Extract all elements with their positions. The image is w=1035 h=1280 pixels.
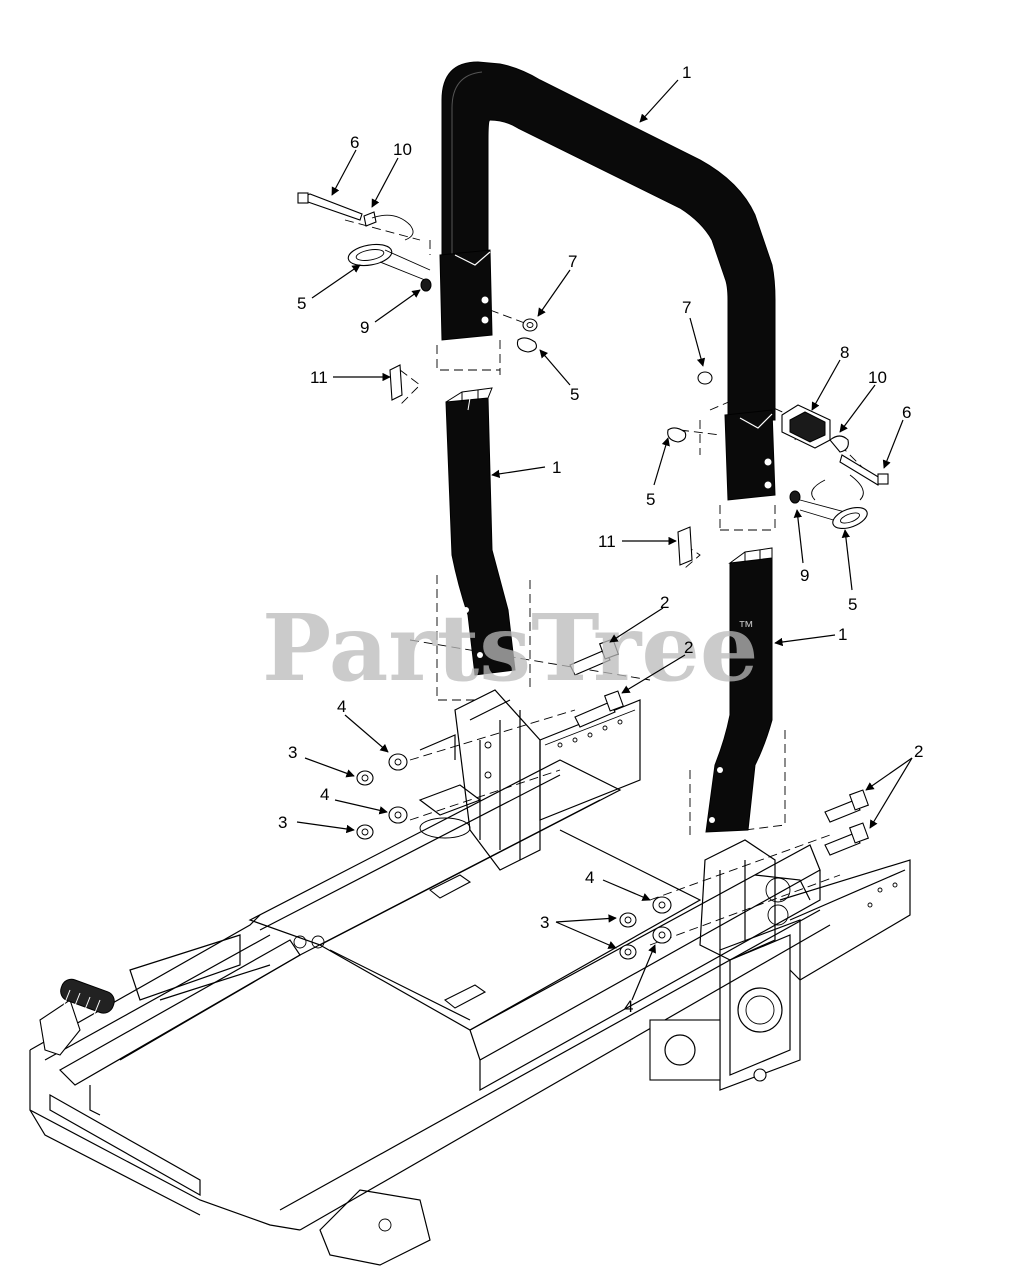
leader-lines xyxy=(296,79,913,1001)
bolt-upper-left xyxy=(569,638,620,676)
callout-5: 5 xyxy=(297,294,306,313)
callout-2: 2 xyxy=(684,638,693,657)
assembly-guides xyxy=(344,219,871,946)
callout-5: 5 xyxy=(848,595,857,614)
callout-4: 4 xyxy=(320,785,329,804)
callout-11: 11 xyxy=(598,532,616,551)
callout-9: 9 xyxy=(800,566,809,585)
watermark-trademark: ™ xyxy=(738,619,754,636)
callout-5: 5 xyxy=(646,490,655,509)
callout-3: 3 xyxy=(288,743,297,762)
rops-upper-hoop xyxy=(439,61,776,501)
callout-6: 6 xyxy=(350,133,359,152)
right-tower xyxy=(699,839,811,961)
callout-10: 10 xyxy=(868,368,887,387)
watermark: PartsTree ™ xyxy=(262,594,758,702)
callout-4: 4 xyxy=(585,868,594,887)
callout-2: 2 xyxy=(914,742,923,761)
callout-6: 6 xyxy=(902,403,911,422)
callout-1: 1 xyxy=(552,458,561,477)
callout-7: 7 xyxy=(568,252,577,271)
callout-1: 1 xyxy=(682,63,691,82)
bolt-mid-left xyxy=(574,690,625,728)
bolt-right-upper xyxy=(824,789,870,823)
watermark-text: PartsTree xyxy=(262,594,758,702)
callout-labels: 1 6 10 5 9 7 5 11 1 7 8 10 6 5 11 9 5 1 … xyxy=(278,63,923,1016)
callout-2: 2 xyxy=(660,593,669,612)
callout-5: 5 xyxy=(570,385,579,404)
rops-right-post xyxy=(705,547,773,833)
left-tower xyxy=(454,689,541,871)
foot-pedal xyxy=(39,978,115,1056)
callout-9: 9 xyxy=(360,318,369,337)
callout-1: 1 xyxy=(838,625,847,644)
callout-4: 4 xyxy=(337,697,346,716)
callout-3: 3 xyxy=(540,913,549,932)
callout-8: 8 xyxy=(840,343,849,362)
chassis-frame xyxy=(29,689,911,1266)
bolt-right-lower xyxy=(824,822,870,856)
hardware xyxy=(297,192,889,960)
callout-7: 7 xyxy=(682,298,691,317)
callout-11: 11 xyxy=(310,368,328,387)
rops-left-post xyxy=(445,387,516,676)
callout-10: 10 xyxy=(393,140,412,159)
callout-4: 4 xyxy=(624,997,633,1016)
callout-3: 3 xyxy=(278,813,287,832)
